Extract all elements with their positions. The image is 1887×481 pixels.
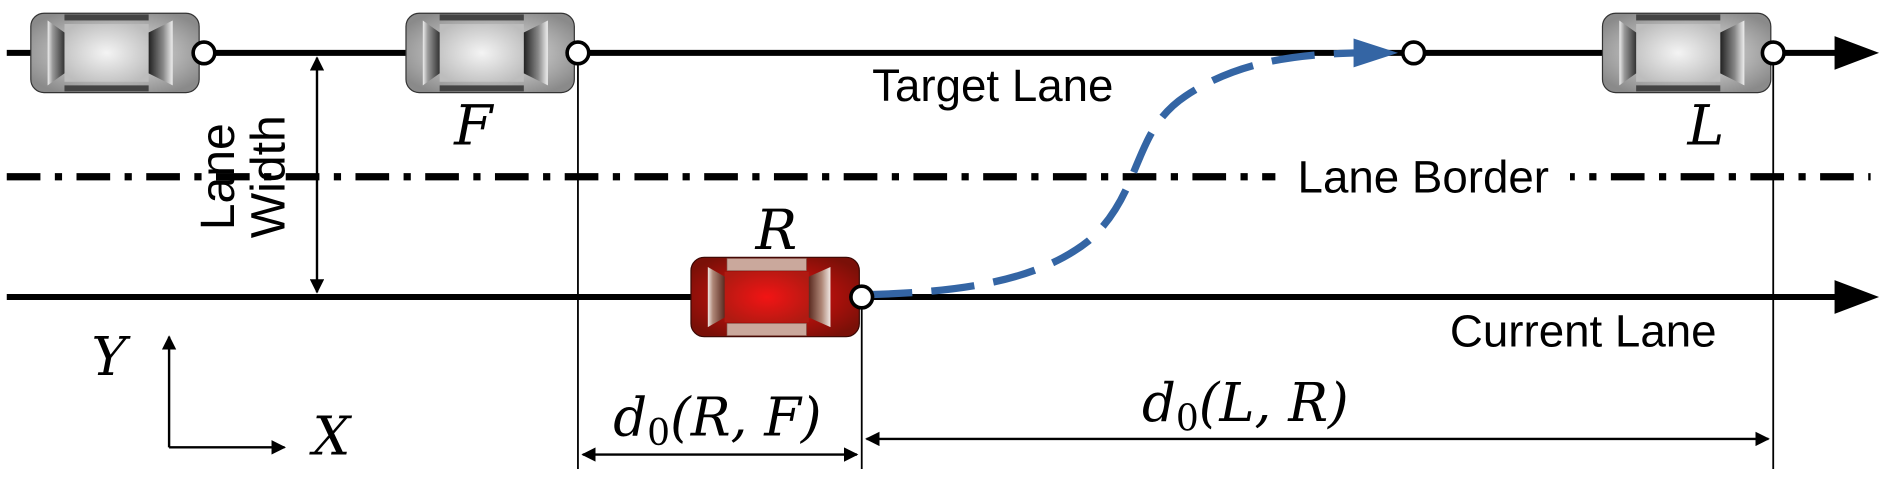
y-axis-label: Y xyxy=(91,327,131,388)
current-lane-arrowhead xyxy=(1834,280,1880,314)
distance-rf-subscript: 0 xyxy=(647,412,670,454)
current-lane-label: Current Lane xyxy=(1450,305,1717,356)
distance-rf-symbol: d xyxy=(613,387,647,448)
distance-lr-subscript: 0 xyxy=(1176,397,1199,439)
distance-rf-args: (R, F) xyxy=(670,387,821,448)
leader-car-front-dot xyxy=(1760,40,1786,66)
lane-width-label-line1: Lane xyxy=(191,123,245,230)
lane-width-label-line2: Width xyxy=(242,115,296,238)
x-axis-label: X xyxy=(309,407,353,468)
distance-lr-label: d0(L, R) xyxy=(1142,373,1349,440)
rear-left-car-front-dot xyxy=(191,40,217,66)
ego-car-front-dot xyxy=(849,284,875,310)
distance-lr-args: (L, R) xyxy=(1199,373,1349,434)
distance-rf-label: d0(R, F) xyxy=(613,387,821,454)
target-lane-label: Target Lane xyxy=(872,60,1113,111)
follower-car-front-dot xyxy=(565,40,591,66)
leader-label: L xyxy=(1687,94,1725,158)
distance-lr-symbol: d xyxy=(1142,373,1176,434)
ego-car xyxy=(690,256,860,338)
follower-car xyxy=(405,12,575,94)
rear-left-car xyxy=(30,12,200,94)
target-lane-arrowhead xyxy=(1834,36,1880,70)
target-position-dot xyxy=(1401,40,1427,66)
follower-label: F xyxy=(453,94,494,158)
lane-border-label: Lane Border xyxy=(1298,151,1549,202)
trajectory-arrowhead xyxy=(1353,38,1399,68)
lane-border-label-group: Lane Border xyxy=(1275,150,1571,202)
lane-width-label: Lane Width xyxy=(191,115,296,238)
leader-car xyxy=(1601,12,1772,94)
ego-label: R xyxy=(755,199,798,263)
